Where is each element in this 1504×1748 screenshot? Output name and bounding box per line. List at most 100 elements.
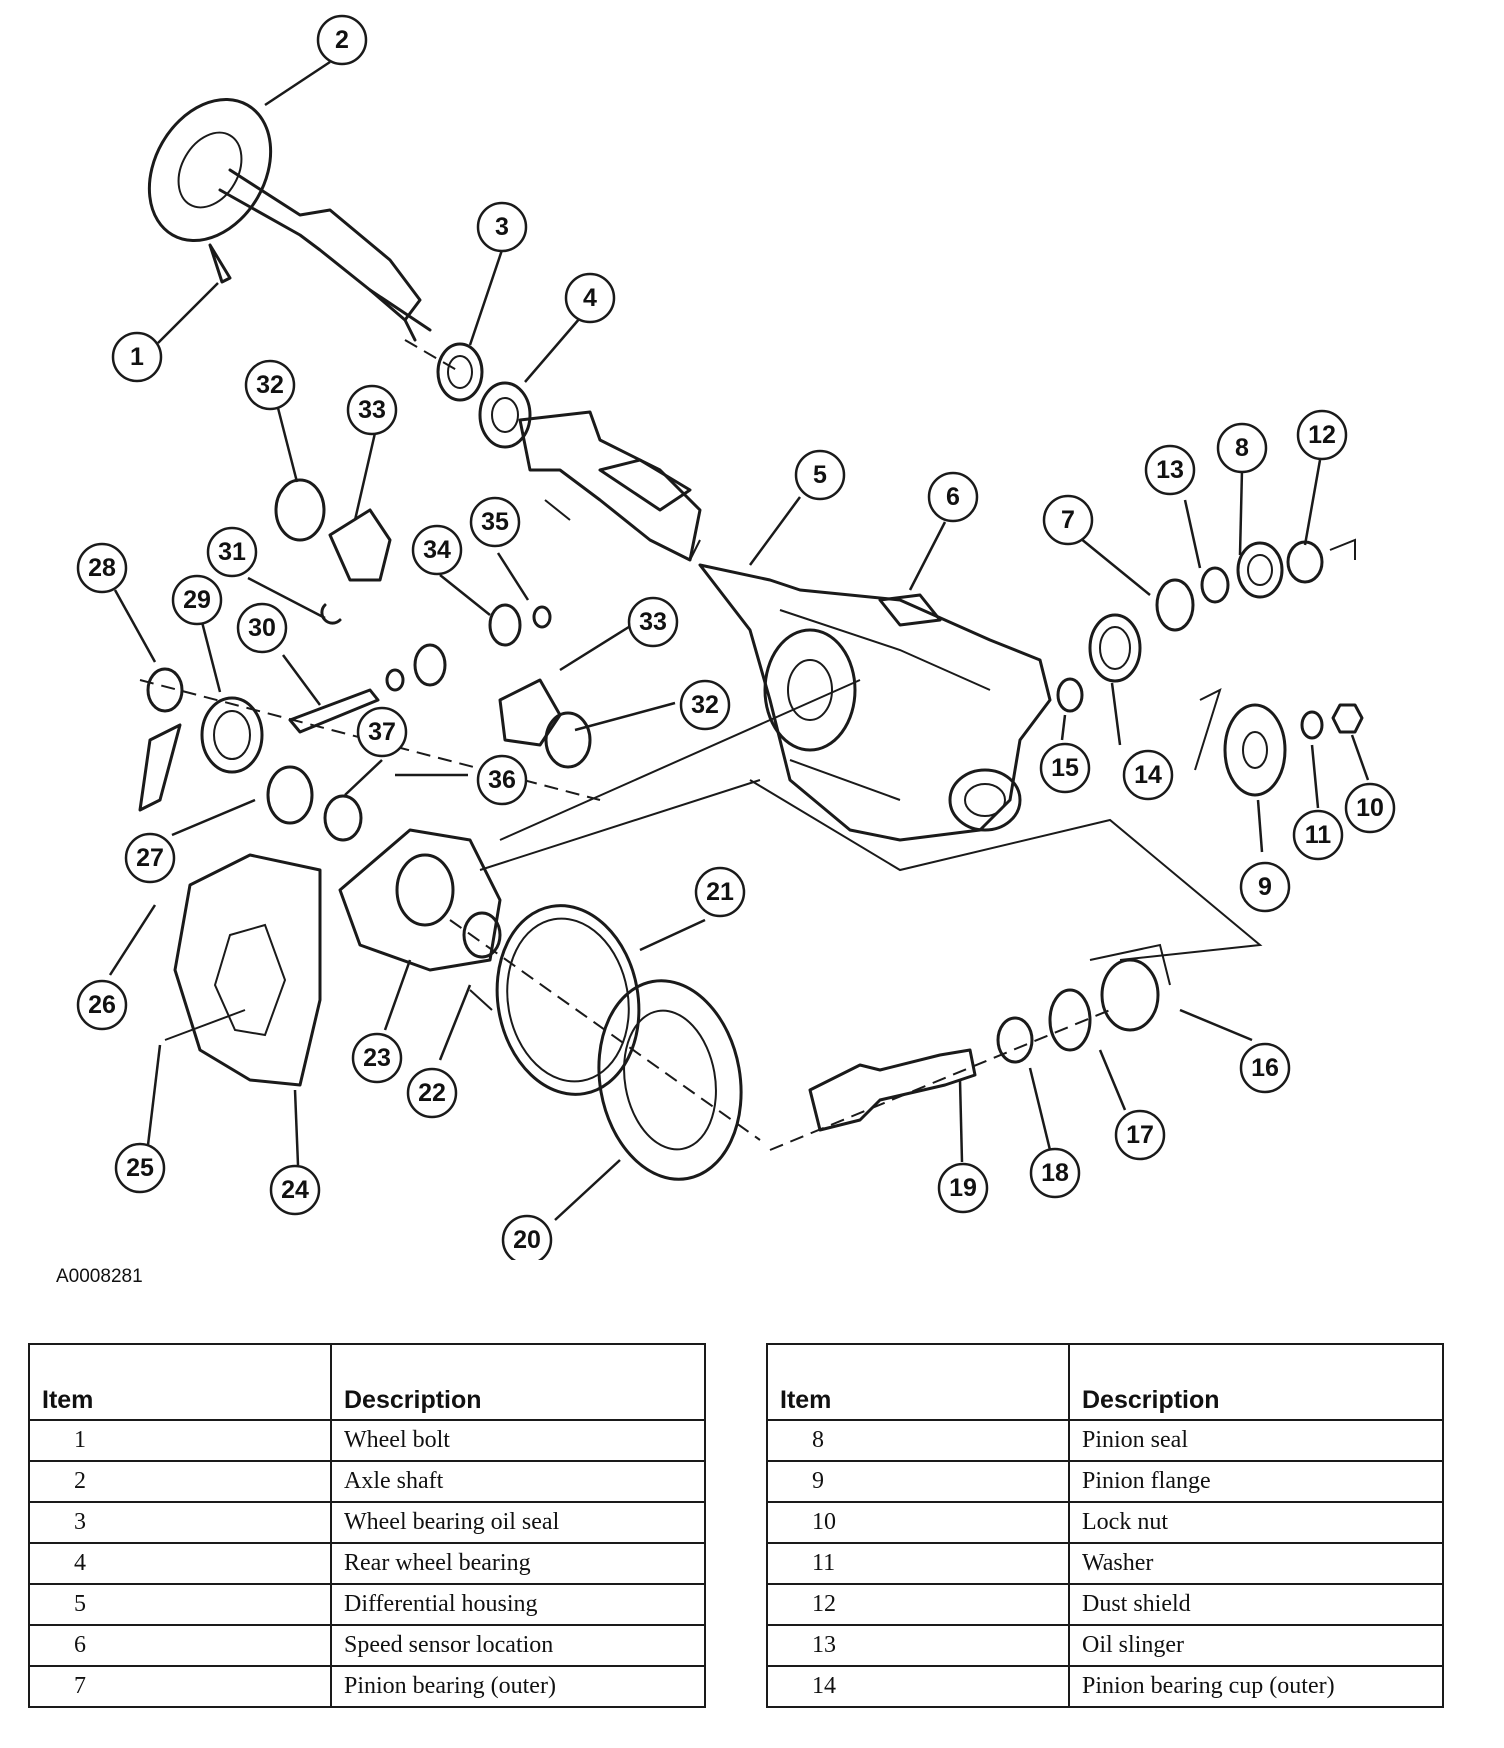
callout-37: 37 xyxy=(356,706,408,758)
item-description: Pinion flange xyxy=(1068,1460,1444,1503)
item-header: Item xyxy=(28,1343,332,1421)
svg-text:20: 20 xyxy=(513,1226,541,1254)
differential-housing-drawing xyxy=(698,563,1052,842)
callout-31: 31 xyxy=(206,526,258,578)
item-description: Axle shaft xyxy=(330,1460,706,1503)
item-number: 1 xyxy=(28,1419,332,1462)
svg-text:2: 2 xyxy=(335,26,349,54)
callout-23: 23 xyxy=(351,1032,403,1084)
callout-18: 18 xyxy=(1029,1147,1081,1199)
callout-14: 14 xyxy=(1122,749,1174,801)
callout-3: 3 xyxy=(476,201,528,253)
diff-internal-parts-drawing xyxy=(138,478,601,842)
svg-text:33: 33 xyxy=(639,608,667,636)
svg-text:7: 7 xyxy=(1061,506,1075,534)
svg-text:30: 30 xyxy=(248,614,276,642)
callout-28: 28 xyxy=(76,542,128,594)
leader-lines xyxy=(108,60,1370,1221)
svg-text:4: 4 xyxy=(583,284,597,312)
svg-text:12: 12 xyxy=(1308,421,1336,449)
svg-text:21: 21 xyxy=(706,878,734,906)
item-number: 4 xyxy=(28,1542,332,1585)
svg-text:27: 27 xyxy=(136,844,164,872)
item-number: 6 xyxy=(28,1624,332,1667)
item-description: Rear wheel bearing xyxy=(330,1542,706,1585)
item-description: Speed sensor location xyxy=(330,1624,706,1667)
svg-text:32: 32 xyxy=(256,371,284,399)
item-description: Pinion bearing cup (outer) xyxy=(1068,1665,1444,1708)
item-number: 5 xyxy=(28,1583,332,1626)
description-header: Description xyxy=(1068,1343,1444,1421)
callout-32-top: 32 xyxy=(244,359,296,411)
item-description: Wheel bolt xyxy=(330,1419,706,1462)
callout-20: 20 xyxy=(501,1214,553,1260)
table-header-row: Item Description xyxy=(28,1343,706,1421)
svg-text:25: 25 xyxy=(126,1154,154,1182)
pinion-gear-drawing xyxy=(769,943,1171,1151)
svg-text:29: 29 xyxy=(183,586,211,614)
svg-text:24: 24 xyxy=(281,1176,309,1204)
svg-text:28: 28 xyxy=(88,554,116,582)
callout-17: 17 xyxy=(1114,1109,1166,1161)
callout-15: 15 xyxy=(1039,742,1091,794)
svg-text:9: 9 xyxy=(1258,873,1272,901)
connector-lines xyxy=(479,679,1263,961)
axle-tube-drawing xyxy=(518,410,702,562)
svg-text:33: 33 xyxy=(358,396,386,424)
svg-text:26: 26 xyxy=(88,991,116,1019)
differential-case-drawing xyxy=(338,828,502,1011)
item-description: Differential housing xyxy=(330,1583,706,1626)
item-number: 9 xyxy=(766,1460,1070,1503)
svg-text:22: 22 xyxy=(418,1079,446,1107)
svg-text:1: 1 xyxy=(130,343,144,371)
table-header-row: Item Description xyxy=(766,1343,1444,1421)
description-header: Description xyxy=(330,1343,706,1421)
pinion-flange-drawing xyxy=(1223,703,1364,797)
svg-text:11: 11 xyxy=(1305,821,1332,849)
ring-gear-drawing xyxy=(449,904,761,1181)
svg-text:31: 31 xyxy=(218,538,246,566)
callout-21: 21 xyxy=(694,866,746,918)
item-description: Pinion bearing (outer) xyxy=(330,1665,706,1708)
callout-26: 26 xyxy=(76,979,128,1031)
svg-text:16: 16 xyxy=(1251,1054,1279,1082)
item-description: Oil slinger xyxy=(1068,1624,1444,1667)
svg-text:18: 18 xyxy=(1041,1159,1069,1187)
callout-36: 36 xyxy=(476,754,528,806)
callout-25: 25 xyxy=(114,1142,166,1194)
item-number: 12 xyxy=(766,1583,1070,1626)
item-number: 13 xyxy=(766,1624,1070,1667)
svg-text:8: 8 xyxy=(1235,434,1249,462)
svg-text:15: 15 xyxy=(1051,754,1079,782)
callout-4: 4 xyxy=(564,272,616,324)
callout-35: 35 xyxy=(469,496,521,548)
item-number: 14 xyxy=(766,1665,1070,1708)
svg-text:19: 19 xyxy=(949,1174,977,1202)
callout-34: 34 xyxy=(411,524,463,576)
callout-12: 12 xyxy=(1296,409,1348,461)
item-description: Pinion seal xyxy=(1068,1419,1444,1462)
callout-13: 13 xyxy=(1144,444,1196,496)
item-description: Lock nut xyxy=(1068,1501,1444,1544)
callout-7: 7 xyxy=(1042,494,1094,546)
svg-text:35: 35 xyxy=(481,508,509,536)
svg-text:17: 17 xyxy=(1126,1121,1154,1149)
svg-text:23: 23 xyxy=(363,1044,391,1072)
item-number: 10 xyxy=(766,1501,1070,1544)
cover-drawing xyxy=(164,853,322,1087)
callout-33-bottom: 33 xyxy=(627,596,679,648)
item-number: 8 xyxy=(766,1419,1070,1462)
svg-text:36: 36 xyxy=(488,766,516,794)
item-number: 11 xyxy=(766,1542,1070,1585)
exploded-axle-diagram: 2 1 3 4 5 6 7 8 13 12 14 15 9 11 10 16 1… xyxy=(76,14,1396,1260)
